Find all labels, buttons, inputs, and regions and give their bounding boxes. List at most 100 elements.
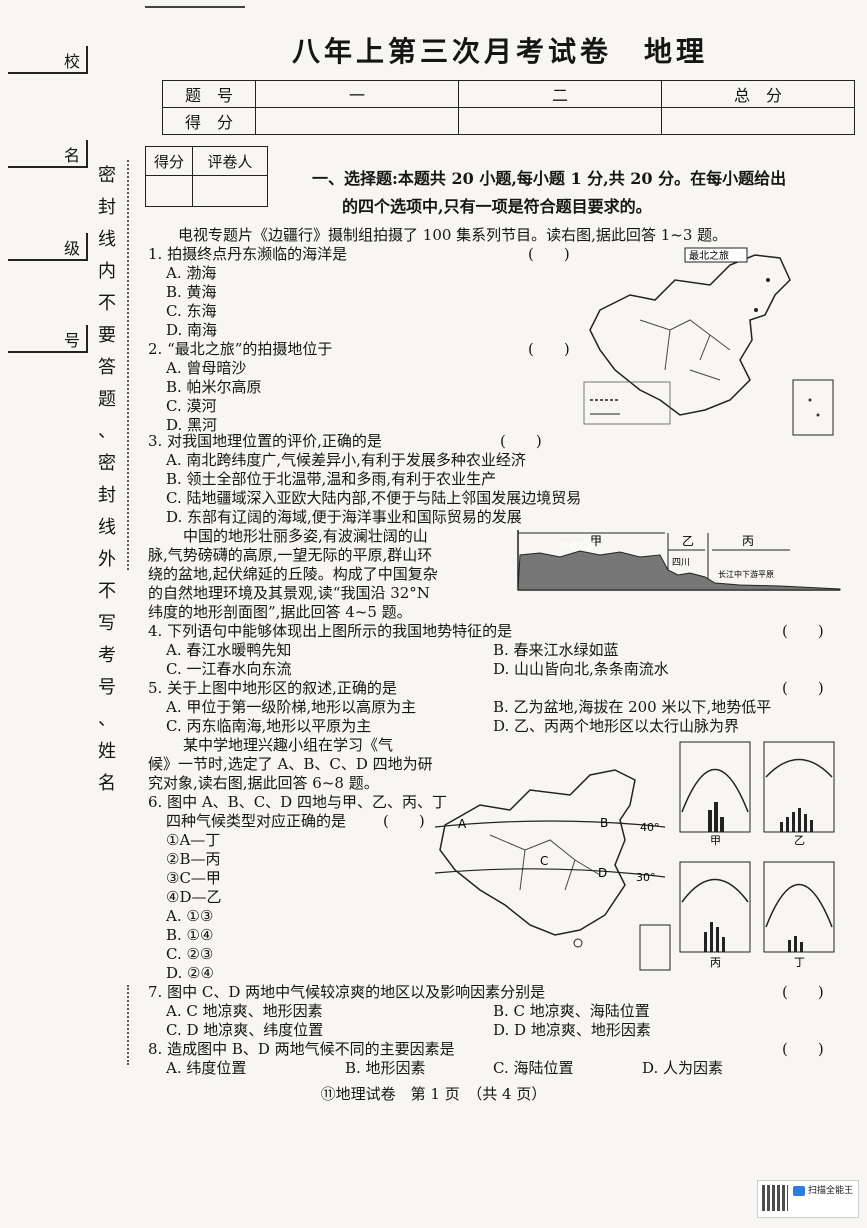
intro-3-line2: 候》一节时,选定了 A、B、C、D 四地为研 bbox=[148, 755, 433, 773]
intro-3-line3: 究对象,读右图,据此回答 6~8 题。 bbox=[148, 774, 379, 792]
binding-school-label: 校 bbox=[63, 52, 80, 71]
climate-label-jia: 甲 bbox=[710, 834, 721, 847]
seal-dotted-line-lower bbox=[127, 985, 129, 1065]
climate-charts: 甲 乙 丙 丁 bbox=[679, 741, 835, 969]
score-cell-1[interactable] bbox=[255, 107, 459, 135]
section-heading: 一、选择题:本题共 20 小题,每小题 1 分,共 20 分。在每小题给出 的四… bbox=[312, 169, 787, 216]
q7-option-a[interactable]: A. C 地凉爽、地形因素 bbox=[166, 1002, 323, 1020]
point-d: D bbox=[598, 866, 607, 880]
q4-option-c[interactable]: C. 一江春水向东流 bbox=[166, 660, 292, 678]
seal-line-text: 密 封 线 内 不 要 答 题 、 密 封 线 外 不 写 考 号 、 姓 名 bbox=[98, 165, 116, 794]
intro-2-line3: 绕的盆地,起伏绵延的丘陵。构成了中国复杂 bbox=[148, 565, 438, 583]
score-cell-total[interactable] bbox=[661, 107, 855, 135]
q7-option-b[interactable]: B. C 地凉爽、海陆位置 bbox=[493, 1002, 650, 1020]
q2-option-d[interactable]: D. 黑河 bbox=[166, 416, 218, 434]
score-table: 题 号 一 二 总 分 得 分 bbox=[162, 80, 855, 135]
q6-option-b[interactable]: B. ①④ bbox=[166, 926, 214, 944]
q6-pair-2: ②B—丙 bbox=[166, 850, 221, 868]
q2-option-b[interactable]: B. 帕米尔高原 bbox=[166, 378, 262, 396]
q3-option-b[interactable]: B. 领土全部位于北温带,温和多雨,有利于农业生产 bbox=[166, 470, 497, 488]
q5-option-a[interactable]: A. 甲位于第一级阶梯,地形以高原为主 bbox=[166, 698, 417, 716]
q5-answer-bracket[interactable]: ( ) bbox=[782, 679, 824, 697]
lat-30: 30° bbox=[636, 871, 656, 884]
q1-option-c[interactable]: C. 东海 bbox=[166, 302, 217, 320]
q6-pair-3: ③C—甲 bbox=[166, 869, 221, 887]
q7-option-d[interactable]: D. D 地凉爽、地形因素 bbox=[493, 1021, 651, 1039]
q6-stem-line2: 四种气候类型对应正确的是 bbox=[166, 812, 347, 830]
q2-stem: 2. “最北之旅”的拍摄地位于 bbox=[148, 340, 333, 358]
q4-stem: 4. 下列语句中能够体现出上图所示的我国地势特征的是 bbox=[148, 622, 513, 640]
q2-answer-bracket[interactable]: ( ) bbox=[528, 340, 570, 358]
binding-name-box: 名 bbox=[8, 140, 88, 168]
q2-option-c[interactable]: C. 漠河 bbox=[166, 397, 217, 415]
q5-option-c[interactable]: C. 丙东临南海,地形以平原为主 bbox=[166, 717, 372, 735]
q8-stem: 8. 造成图中 B、D 两地气候不同的主要因素是 bbox=[148, 1040, 455, 1058]
q6-option-c[interactable]: C. ②③ bbox=[166, 945, 214, 963]
q5-option-d[interactable]: D. 乙、丙两个地形区以太行山脉为界 bbox=[493, 717, 740, 735]
q1-answer-bracket[interactable]: ( ) bbox=[528, 245, 570, 263]
q7-answer-bracket[interactable]: ( ) bbox=[782, 983, 824, 1001]
q8-option-d[interactable]: D. 人为因素 bbox=[642, 1059, 724, 1077]
q4-answer-bracket[interactable]: ( ) bbox=[782, 622, 824, 640]
q7-option-c[interactable]: C. D 地凉爽、纬度位置 bbox=[166, 1021, 324, 1039]
intro-2-line4: 的自然地理环境及其景观,读“我国沿 32°N bbox=[148, 584, 430, 602]
scanner-logo-icon bbox=[793, 1186, 805, 1196]
q1-option-d[interactable]: D. 南海 bbox=[166, 321, 218, 339]
q6-answer-bracket[interactable]: ( ) bbox=[383, 812, 425, 830]
q1-option-a[interactable]: A. 渤海 bbox=[166, 264, 217, 282]
intro-2-line5: 纬度的地形剖面图”,据此回答 4~5 题。 bbox=[148, 603, 412, 621]
top-rule bbox=[145, 6, 245, 8]
climate-chart-ding: 丁 bbox=[763, 861, 835, 969]
q3-option-d[interactable]: D. 东部有辽阔的海域,便于海洋事业和国际贸易的发展 bbox=[166, 508, 522, 526]
q3-option-c[interactable]: C. 陆地疆域深入亚欧大陆内部,不便于与陆上邻国发展边境贸易 bbox=[166, 489, 582, 507]
q8-answer-bracket[interactable]: ( ) bbox=[782, 1040, 824, 1058]
q8-option-b[interactable]: B. 地形因素 bbox=[345, 1059, 426, 1077]
q5-option-b[interactable]: B. 乙为盆地,海拔在 200 米以下,地势低平 bbox=[493, 698, 772, 716]
climate-chart-yi: 乙 bbox=[763, 741, 835, 847]
q4-option-a[interactable]: A. 春江水暖鸭先知 bbox=[166, 641, 292, 659]
q4-option-b[interactable]: B. 春来江水绿如蓝 bbox=[493, 641, 619, 659]
binding-grade-box: 级 bbox=[8, 233, 88, 261]
climate-chart-bing: 丙 bbox=[679, 861, 751, 969]
q5-stem: 5. 关于上图中地形区的叙述,正确的是 bbox=[148, 679, 397, 697]
q2-option-a[interactable]: A. 曾母暗沙 bbox=[166, 359, 247, 377]
q3-stem: 3. 对我国地理位置的评价,正确的是 bbox=[148, 432, 382, 450]
climate-label-ding: 丁 bbox=[794, 956, 805, 969]
terrain-profile: 甲 乙 丙 青藏高原 四川 长江中下游平原 bbox=[517, 530, 841, 591]
q6-stem-line1: 6. 图中 A、B、C、D 四地与甲、乙、丙、丁 bbox=[148, 793, 447, 811]
china-outline-1 bbox=[589, 254, 791, 416]
intro-2-line1: 中国的地形壮丽多姿,有波澜壮阔的山 bbox=[183, 527, 428, 545]
intro-3-line1: 某中学地理兴趣小组在学习《气 bbox=[183, 736, 394, 754]
score-cell-2[interactable] bbox=[458, 107, 662, 135]
q3-option-a[interactable]: A. 南北跨纬度广,气候差异小,有利于发展多种农业经济 bbox=[166, 451, 526, 469]
profile-label-bing: 丙 bbox=[742, 534, 754, 548]
binding-grade-label: 级 bbox=[63, 239, 80, 258]
q6-pair-1: ①A—丁 bbox=[166, 831, 221, 849]
scanner-label: 扫描全能王 bbox=[808, 1186, 854, 1196]
point-b: B bbox=[600, 816, 608, 830]
map1-label: 最北之旅 bbox=[689, 249, 729, 262]
q4-option-d[interactable]: D. 山山皆向北,条条南流水 bbox=[493, 660, 669, 678]
climate-chart-jia: 甲 bbox=[679, 741, 751, 847]
lat-40: 40° bbox=[640, 821, 660, 834]
climate-label-bing: 丙 bbox=[710, 956, 721, 969]
binding-name-label: 名 bbox=[63, 146, 80, 165]
q8-option-a[interactable]: A. 纬度位置 bbox=[166, 1059, 247, 1077]
q6-option-d[interactable]: D. ②④ bbox=[166, 964, 214, 982]
grader-score-cell[interactable] bbox=[145, 175, 193, 207]
scanner-watermark: 扫描全能王 bbox=[757, 1180, 859, 1218]
china-map-2: A B C D 40° 30° bbox=[434, 769, 671, 971]
profile-label-jia: 甲 bbox=[590, 534, 602, 548]
point-c: C bbox=[540, 854, 548, 868]
q3-answer-bracket[interactable]: ( ) bbox=[500, 432, 542, 450]
seal-dotted-line bbox=[127, 160, 129, 570]
q1-stem: 1. 拍摄终点丹东濒临的海洋是 bbox=[148, 245, 348, 263]
binding-number-label: 号 bbox=[63, 331, 80, 350]
q8-option-c[interactable]: C. 海陆位置 bbox=[493, 1059, 574, 1077]
q1-option-b[interactable]: B. 黄海 bbox=[166, 283, 217, 301]
grader-name-cell[interactable] bbox=[192, 175, 268, 207]
q6-option-a[interactable]: A. ①③ bbox=[166, 907, 214, 925]
china-map-1: 最北之旅 bbox=[583, 247, 834, 436]
q7-stem: 7. 图中 C、D 两地中气候较凉爽的地区以及影响因素分别是 bbox=[148, 983, 546, 1001]
profile-label-changjiang: 长江中下游平原 bbox=[718, 569, 774, 579]
